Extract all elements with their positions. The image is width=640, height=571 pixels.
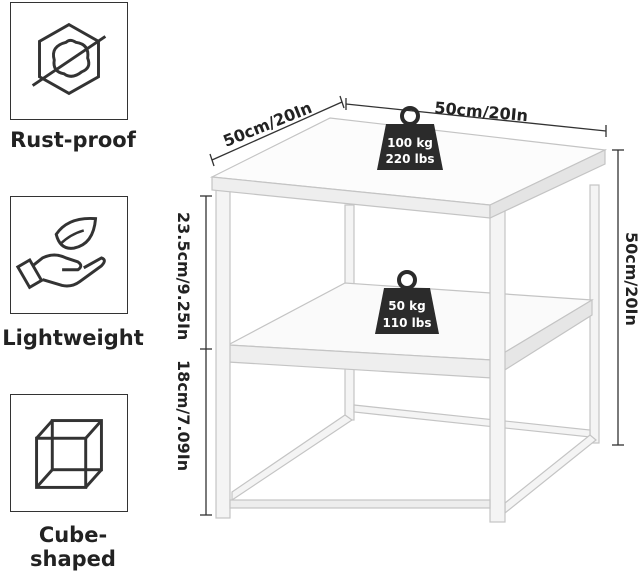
cube-shaped-box (10, 394, 128, 512)
lightweight-box (10, 196, 128, 314)
feature-label-rust-proof: Rust-proof (10, 128, 136, 152)
rust-proof-icon (31, 22, 107, 96)
top-weight-kg: 100 kg (387, 136, 433, 150)
lower-gap-label: 18cm/7.09In (174, 360, 193, 471)
table-illustration: 50cm/20In 50cm/20In 50cm/20In 23.5cm/9.2… (174, 95, 640, 523)
top-weight-lbs: 220 lbs (385, 152, 434, 166)
shelf-weight-badge: 50 kg 110 lbs (375, 270, 439, 334)
dimension-lines (200, 95, 624, 516)
shelf-weight-kg: 50 kg (388, 299, 425, 313)
cube-icon (35, 419, 103, 489)
height-label: 50cm/20In (622, 232, 640, 326)
feature-label-lightweight: Lightweight (2, 326, 144, 350)
top-weight-badge: 100 kg 220 lbs (377, 106, 443, 170)
width-label: 50cm/20In (434, 98, 529, 125)
shelf-weight-lbs: 110 lbs (382, 316, 431, 330)
upper-gap-label: 23.5cm/9.25In (174, 212, 193, 340)
rust-proof-box (10, 2, 128, 120)
leaf-hand-icon (15, 216, 106, 290)
